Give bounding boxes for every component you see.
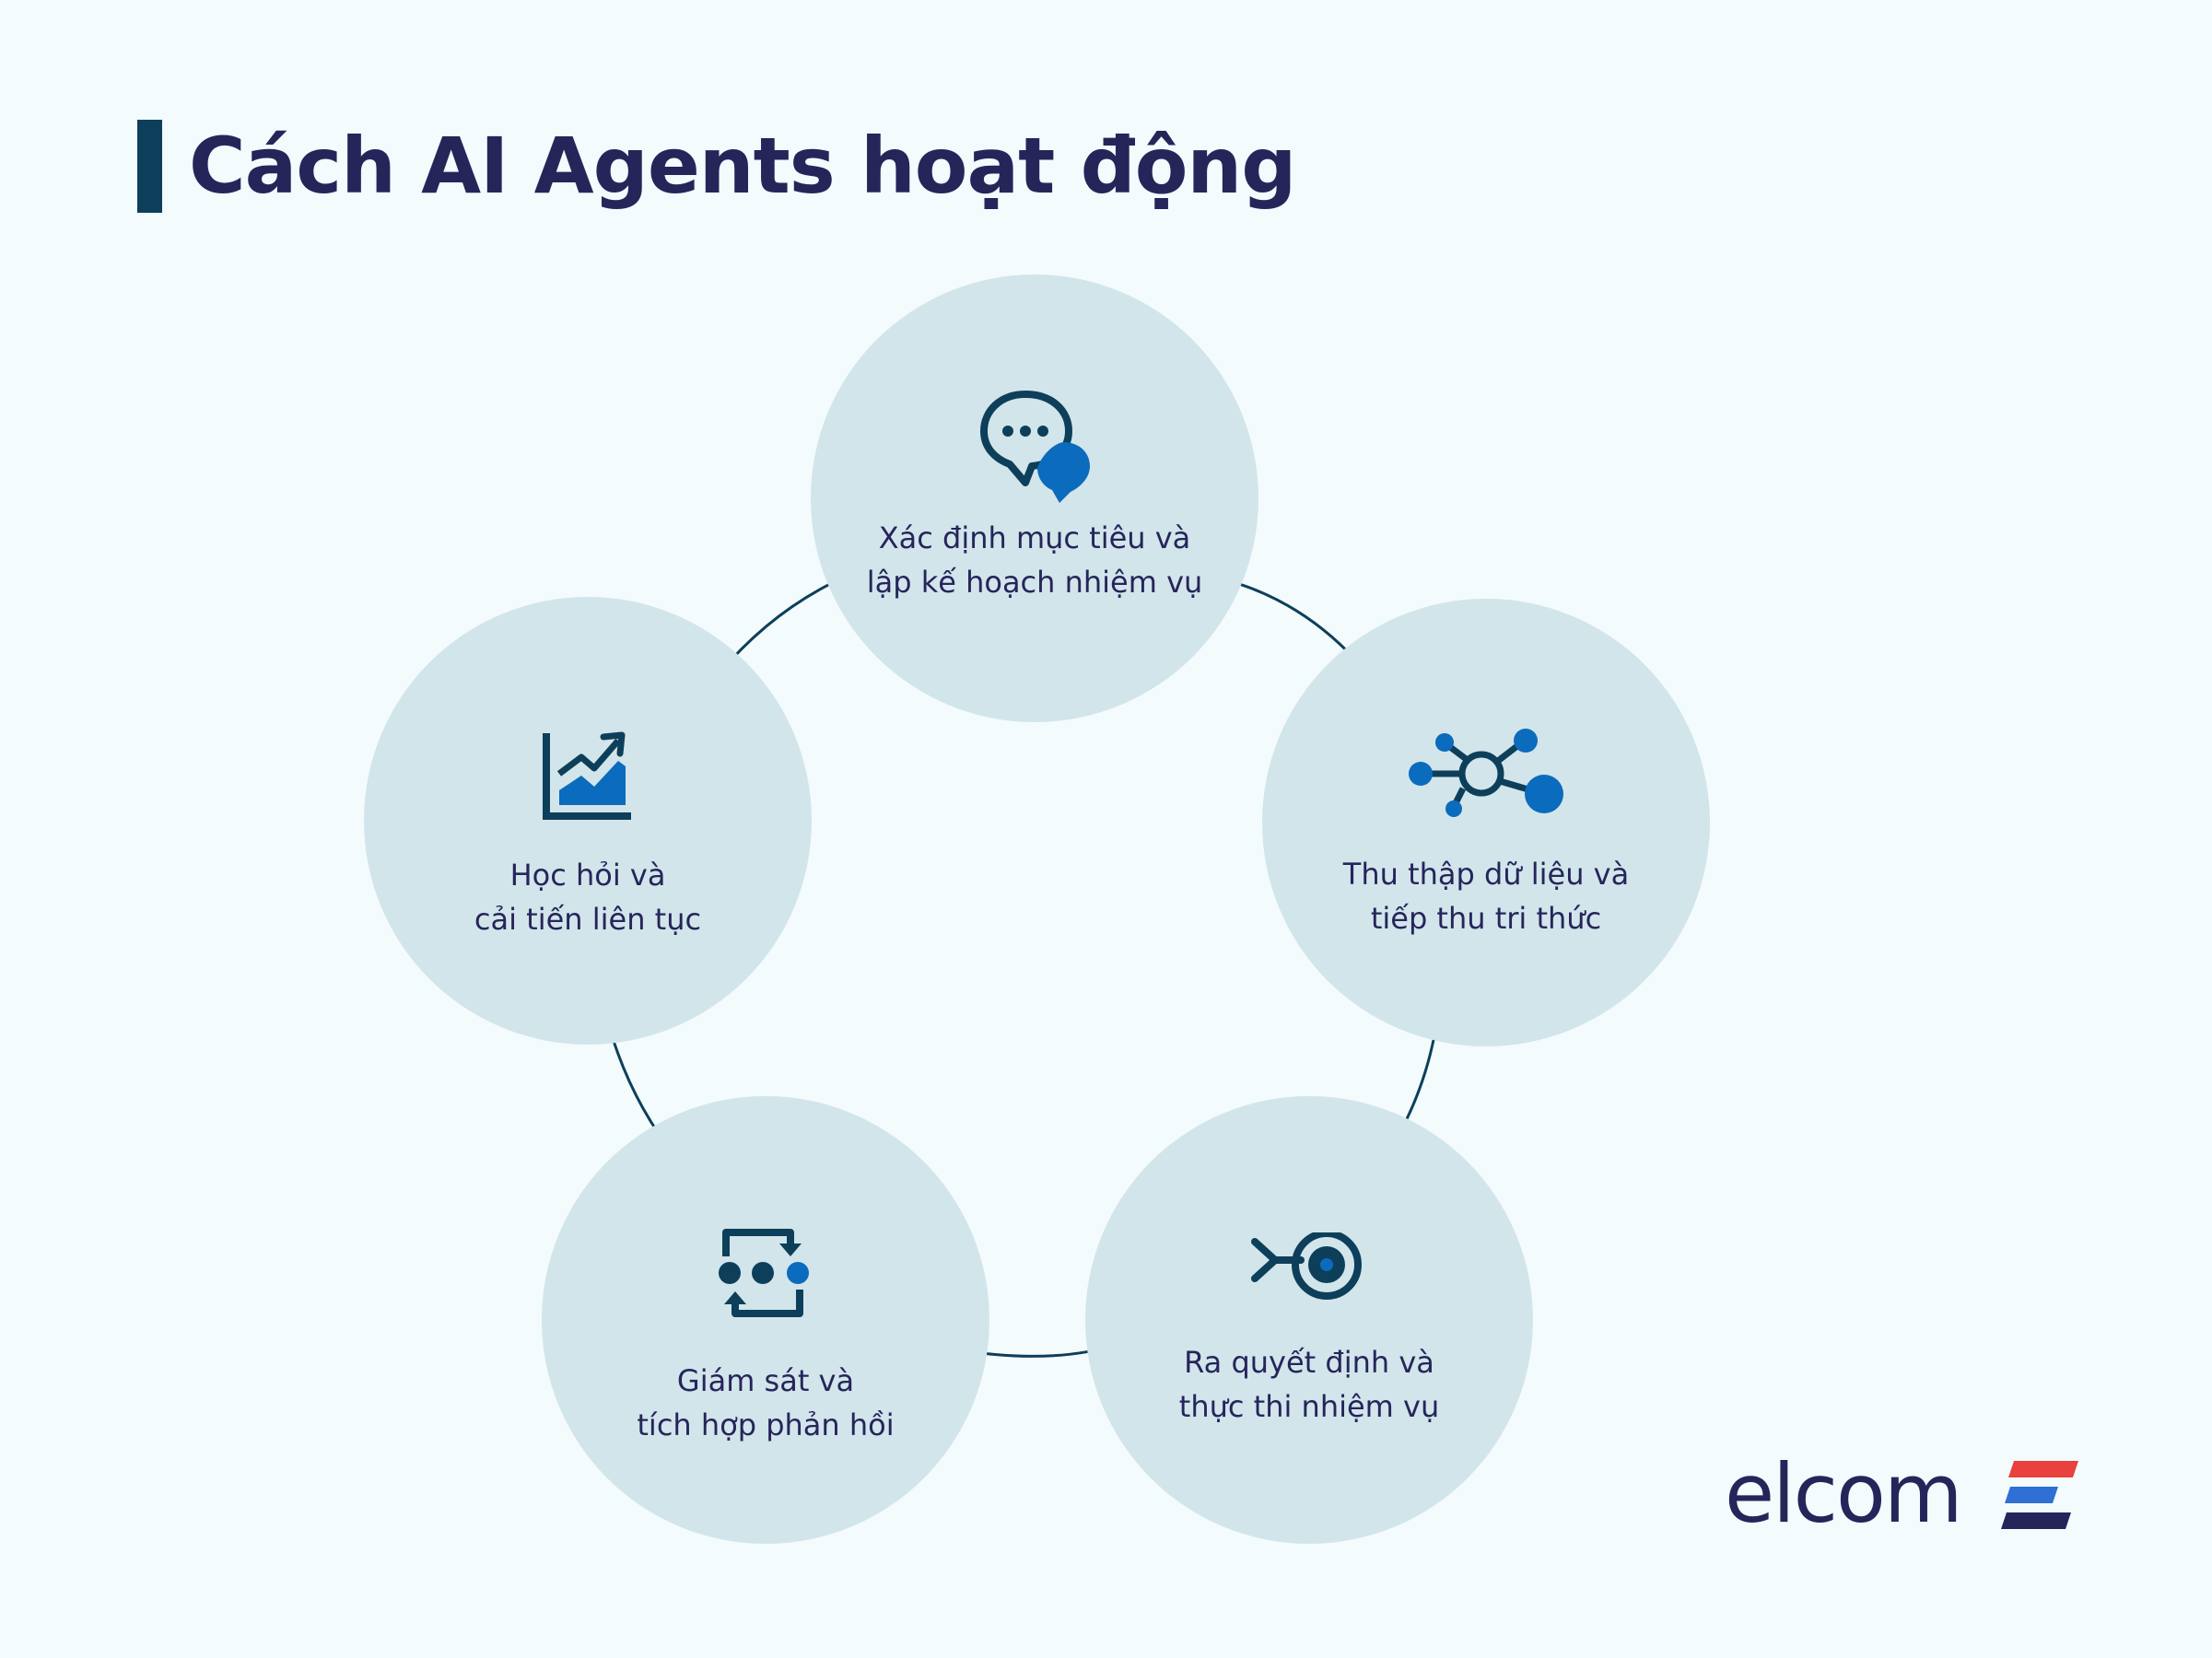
- target-icon: [1251, 1232, 1362, 1300]
- chat-bubbles-icon: [980, 391, 1090, 503]
- growth-chart-icon: [543, 731, 631, 820]
- step-decide-circle: Ra quyết định và thực thi nhiệm vụ: [1085, 1096, 1533, 1544]
- step-decide-label: Ra quyết định và thực thi nhiệm vụ: [1178, 1345, 1440, 1424]
- step-data-circle: Thu thập dữ liệu và tiếp thu tri thức: [1262, 599, 1710, 1046]
- logo-e-mark-icon: [2001, 1461, 2078, 1529]
- page-title: Cách AI Agents hoạt động: [189, 121, 1296, 211]
- elcom-logo: elcom: [1725, 1448, 2084, 1547]
- step-monitor-circle: Giám sát và tích hợp phản hồi: [542, 1096, 989, 1544]
- network-nodes-icon: [1409, 729, 1563, 817]
- step-monitor-label: Giám sát và tích hợp phản hồi: [637, 1363, 895, 1442]
- feedback-loop-icon: [719, 1229, 809, 1317]
- step-goal-circle: Xác định mục tiêu và lập kế hoạch nhiệm …: [811, 274, 1258, 722]
- step-learn-circle: Học hỏi và cải tiến liên tục: [364, 597, 812, 1045]
- logo-wordmark: elcom: [1725, 1446, 1963, 1541]
- step-learn-label: Học hỏi và cải tiến liên tục: [474, 858, 702, 937]
- title-accent-bar: [137, 120, 162, 213]
- step-data-label: Thu thập dữ liệu và tiếp thu tri thức: [1342, 857, 1630, 936]
- step-goal-label: Xác định mục tiêu và lập kế hoạch nhiệm …: [866, 520, 1203, 600]
- arrow-goal-to-data: [1220, 577, 1358, 662]
